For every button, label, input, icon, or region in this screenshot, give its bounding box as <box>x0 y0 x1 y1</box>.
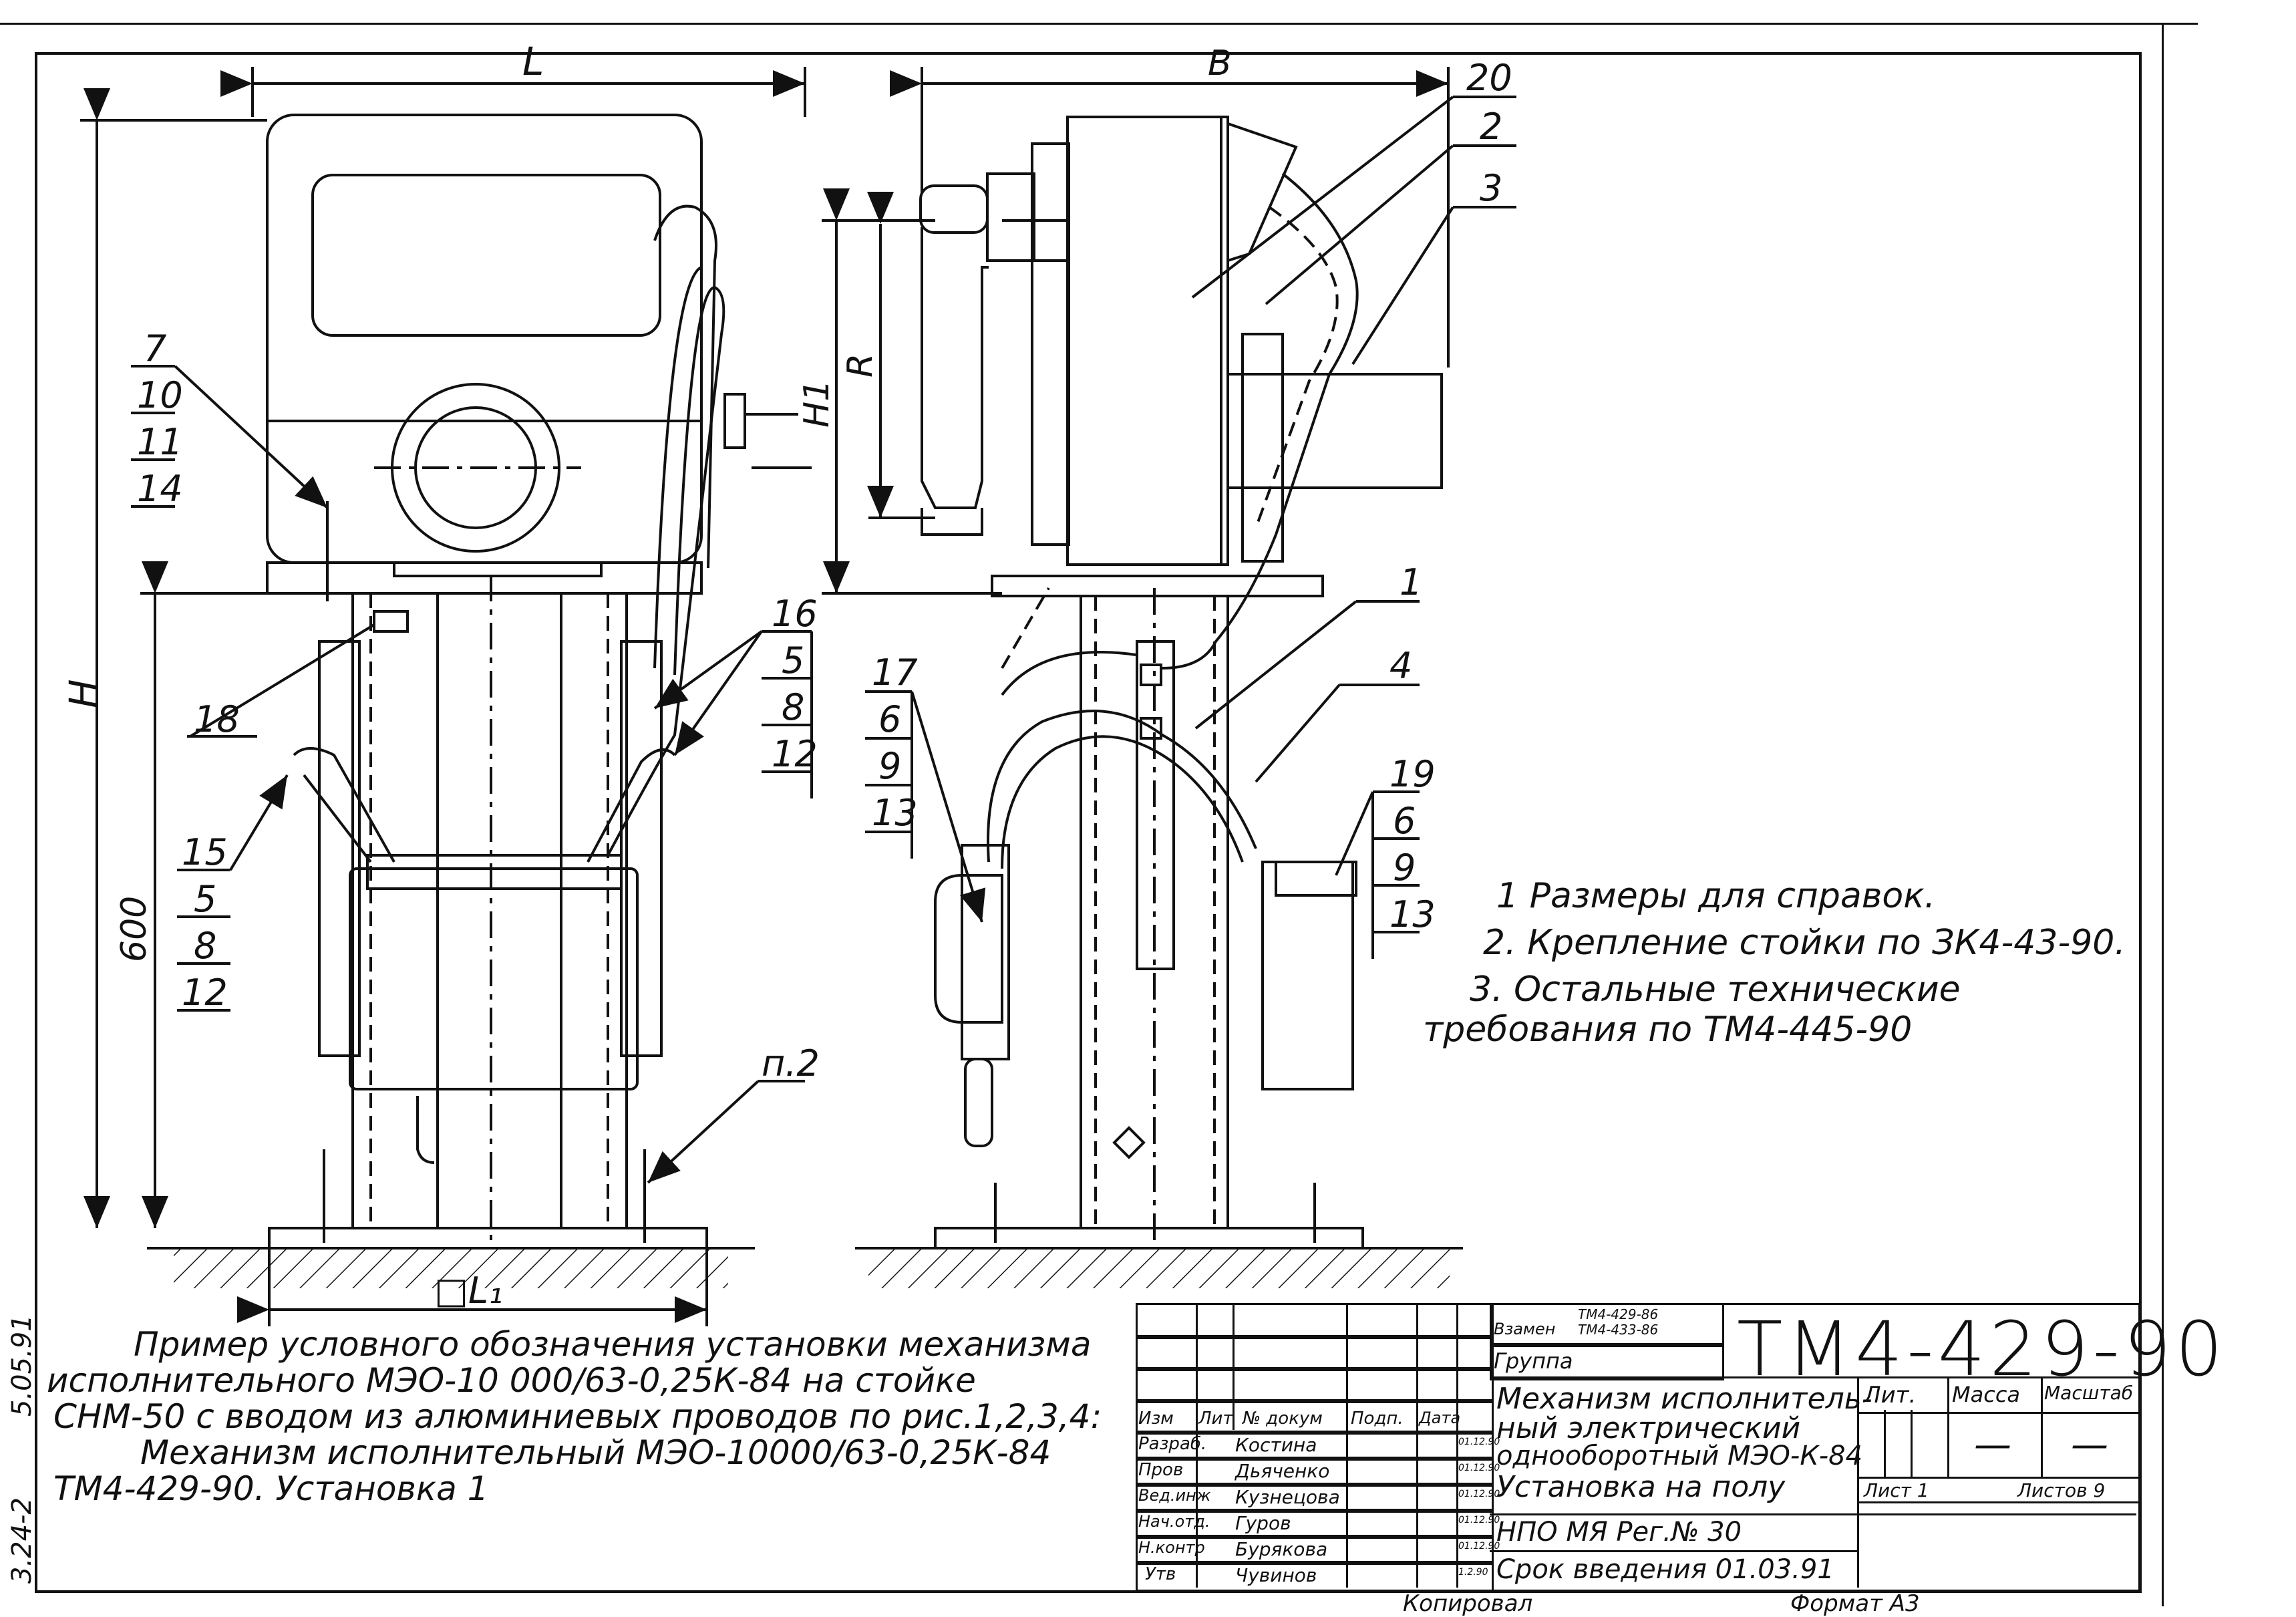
callout-16: 16 <box>772 593 818 635</box>
row-name-5: Бурякова <box>1235 1538 1328 1560</box>
callout-17: 17 <box>872 651 918 694</box>
row-role-4: Нач.отд. <box>1138 1512 1210 1531</box>
footer-format: Формат А3 <box>1790 1590 1920 1617</box>
sheet-right-edge <box>2162 23 2164 1606</box>
title-line-2: ный электрический <box>1496 1411 1801 1445</box>
callout-7: 7 <box>144 327 166 370</box>
actuator-housing-front <box>266 114 703 564</box>
row-date-3: 01.12.90 <box>1458 1489 1500 1499</box>
callout-16-12: 12 <box>772 733 818 775</box>
title-line-1: Механизм исполнитель- <box>1496 1382 1872 1416</box>
callout-16-8: 8 <box>782 686 804 728</box>
example-line-4: Механизм исполнительный МЭО-10000/63-0,2… <box>140 1433 1051 1472</box>
row-name-3: Кузнецова <box>1235 1486 1340 1508</box>
row-name-1: Костина <box>1235 1434 1317 1456</box>
example-line-1: Пример условного обозначения установки м… <box>134 1325 1092 1364</box>
row-name-2: Дьяченко <box>1235 1460 1330 1482</box>
mass-value: — <box>1974 1423 2011 1467</box>
row-date-6: 1.2.90 <box>1458 1567 1488 1578</box>
row-date-1: 01.12.90 <box>1458 1437 1500 1447</box>
designation-example: Пример условного обозначения установки м… <box>47 1326 1102 1507</box>
example-line-2: исполнительного МЭО-10 000/63-0,25К-84 н… <box>47 1361 976 1400</box>
row-name-4: Гуров <box>1235 1512 1291 1534</box>
actuator-box-left <box>934 874 1003 1024</box>
document-code: ТМ4-429-90 <box>1737 1306 2227 1393</box>
replaces-label: Взамен <box>1494 1320 1556 1338</box>
callout-19-9: 9 <box>1393 847 1416 889</box>
callout-15-8: 8 <box>194 925 216 967</box>
col-lit: Лит <box>1198 1409 1233 1429</box>
callout-15-12: 12 <box>182 972 228 1014</box>
terminal-box-front <box>349 867 639 1090</box>
org-label: НПО МЯ Рег.№ 30 <box>1496 1517 1742 1548</box>
callout-19-13: 13 <box>1389 893 1436 935</box>
lit-label: Лит. <box>1864 1382 1917 1409</box>
dim-600-label: 600 <box>114 896 154 962</box>
scale-value: — <box>2071 1423 2108 1467</box>
row-role-1: Разраб. <box>1138 1434 1207 1454</box>
row-date-5: 01.12.90 <box>1458 1541 1500 1552</box>
sheet-label: Лист 1 <box>1864 1479 1929 1501</box>
actuator-housing-side <box>1066 116 1222 566</box>
example-line-3: СНМ-50 с вводом из алюминиевых проводов … <box>53 1397 1102 1436</box>
scale-label: Масштаб <box>2044 1382 2134 1404</box>
callout-14: 14 <box>137 468 183 510</box>
title-line-3: однооборотный МЭО-К-84 <box>1496 1441 1863 1471</box>
replaces-1: ТМ4-429-86 <box>1578 1306 1659 1322</box>
row-name-6: Чувинов <box>1235 1564 1317 1586</box>
row-role-2: Пров <box>1138 1460 1184 1480</box>
callout-20: 20 <box>1466 57 1512 99</box>
row-role-3: Вед.инж <box>1138 1486 1211 1505</box>
callout-15: 15 <box>182 831 228 873</box>
note-2: 2. Крепление стойки по ЗК4-43-90. <box>1483 923 2126 963</box>
sheet-top-edge <box>0 23 2198 25</box>
callout-16-5: 5 <box>782 639 804 682</box>
callout-17-6: 6 <box>878 698 901 740</box>
callout-p2: п.2 <box>762 1042 820 1084</box>
row-role-5: Н.контр <box>1138 1538 1205 1557</box>
col-izm: Изм <box>1138 1409 1174 1429</box>
callout-15-5: 5 <box>194 878 216 920</box>
dim-L1-label: □L₁ <box>434 1270 503 1312</box>
dim-L-label: L <box>522 39 544 84</box>
col-sign: Подп. <box>1351 1409 1404 1429</box>
callout-11: 11 <box>137 421 183 463</box>
dim-H1-label: H1 <box>797 380 837 428</box>
mass-label: Масса <box>1952 1382 2021 1407</box>
callout-19: 19 <box>1389 753 1436 795</box>
callout-1: 1 <box>1400 561 1422 603</box>
note-1: 1 Размеры для справок. <box>1496 876 1936 916</box>
group-label: Группа <box>1494 1348 1573 1374</box>
row-role-6: Утв <box>1145 1564 1176 1584</box>
example-line-5: ТМ4-429-90. Установка 1 <box>53 1469 489 1508</box>
row-date-2: 01.12.90 <box>1458 1463 1500 1473</box>
sheets-label: Листов 9 <box>2017 1479 2106 1501</box>
note-3-cont: требования по ТМ4-445-90 <box>1423 1010 1913 1050</box>
title-line-4: Установка на полу <box>1496 1470 1786 1504</box>
callout-18: 18 <box>194 698 240 740</box>
callout-17-9: 9 <box>878 745 901 787</box>
col-date: Дата <box>1419 1409 1461 1427</box>
dim-R-label: R <box>840 353 880 378</box>
col-doc: № докум <box>1243 1409 1323 1429</box>
row-date-4: 01.12.90 <box>1458 1515 1500 1525</box>
callout-10: 10 <box>137 374 183 416</box>
callout-17-13: 13 <box>872 792 918 834</box>
replaces-2: ТМ4-433-86 <box>1578 1322 1659 1338</box>
callout-2: 2 <box>1480 106 1502 148</box>
dim-B-label: B <box>1208 43 1232 84</box>
footer-copied: Копировал <box>1403 1590 1533 1617</box>
callout-4: 4 <box>1389 645 1412 687</box>
callout-3: 3 <box>1480 167 1502 209</box>
drawing-frame <box>35 52 2142 1593</box>
note-3: 3. Остальные технические <box>1470 970 1961 1010</box>
callout-19-6: 6 <box>1393 800 1416 842</box>
term-label: Срок введения 01.03.91 <box>1496 1554 1834 1585</box>
dim-H-label: H <box>61 679 106 708</box>
